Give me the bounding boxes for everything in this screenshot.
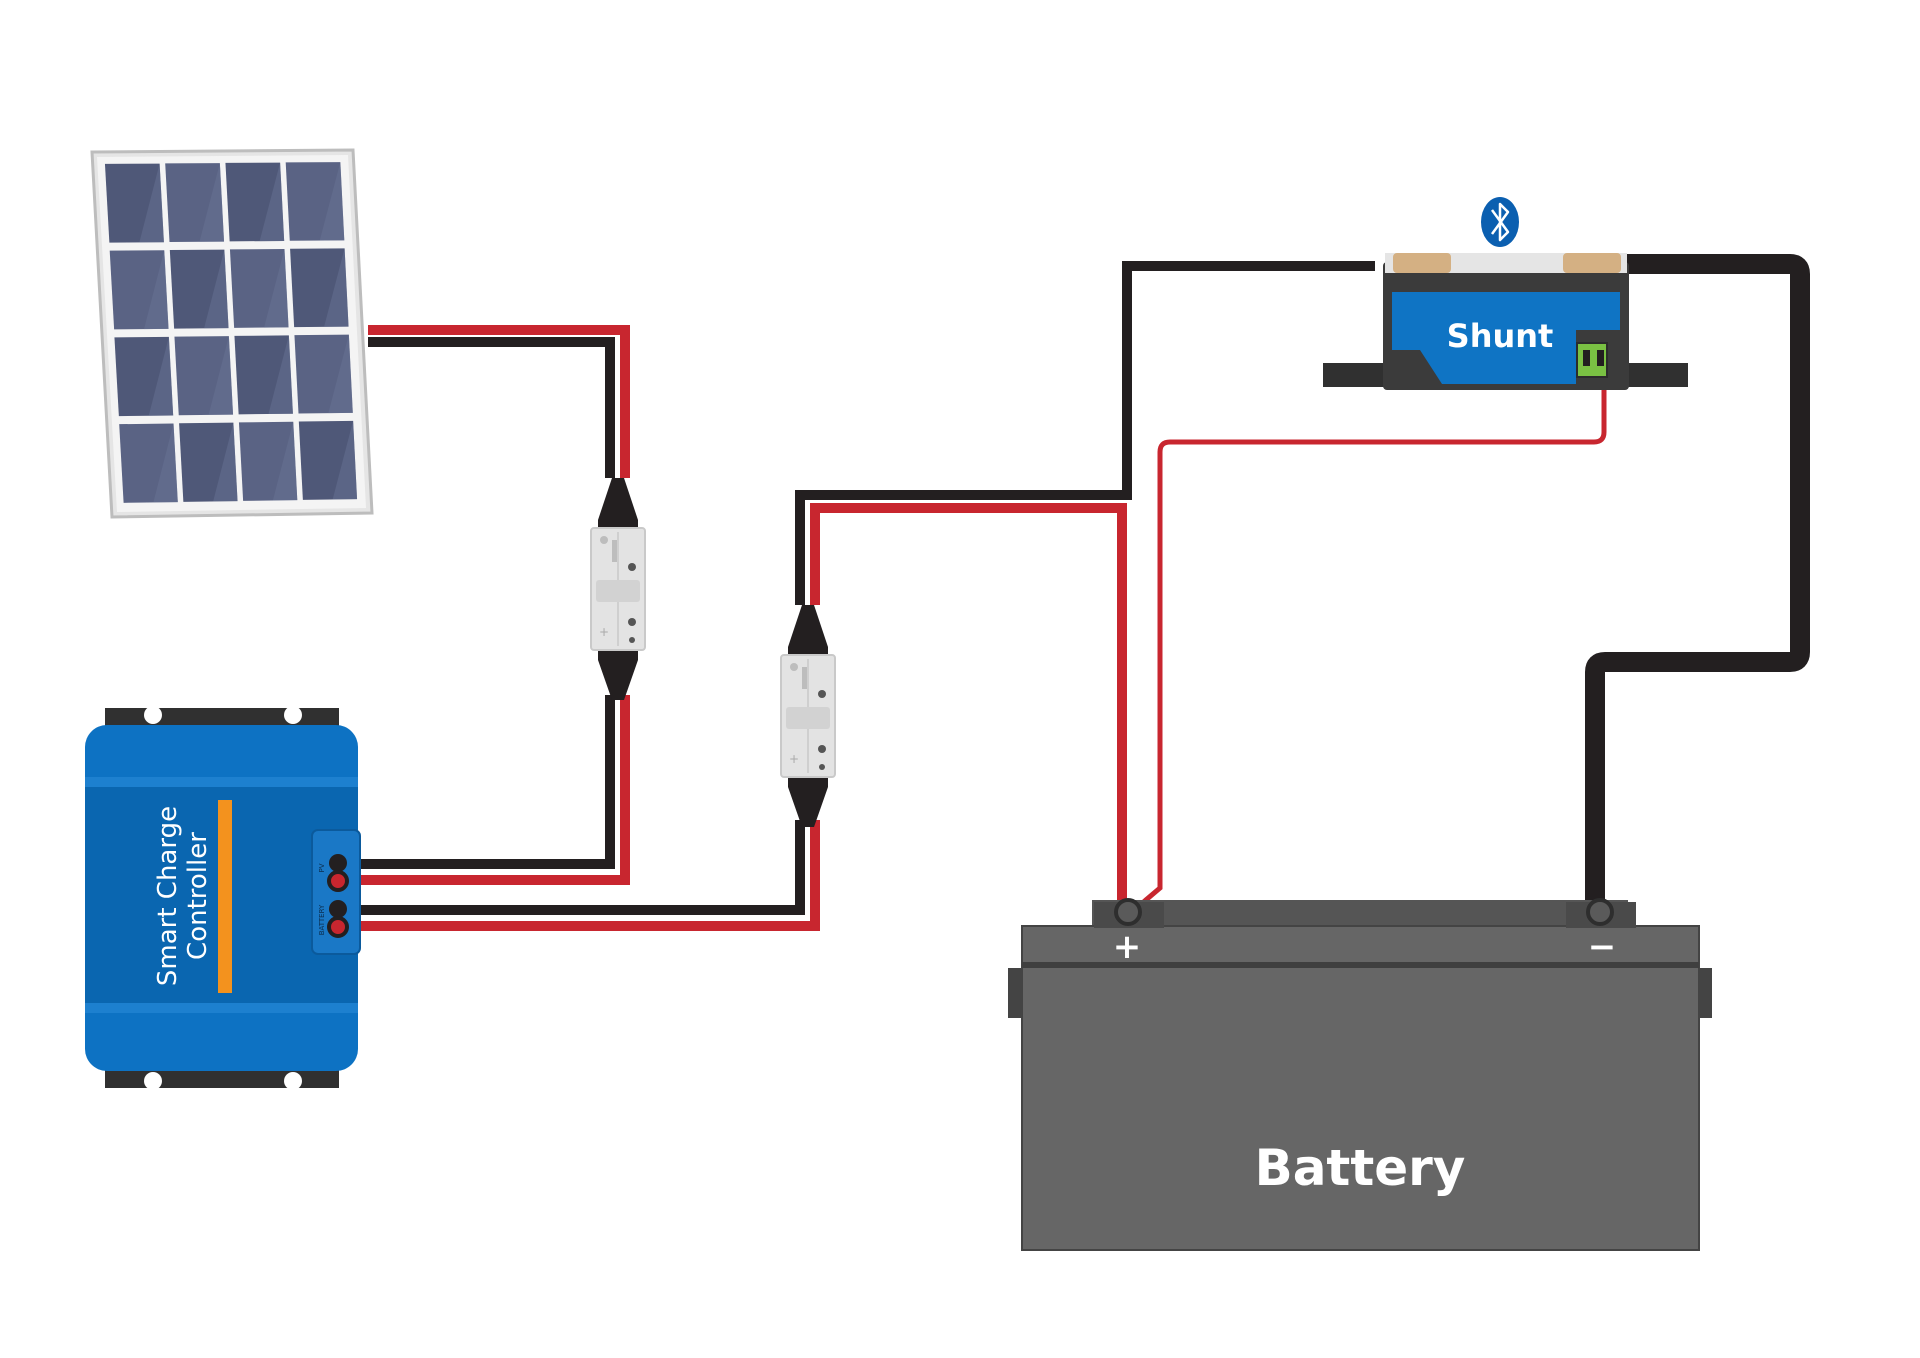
batt-negative-wire-upper <box>795 261 1375 605</box>
solar-cell <box>229 249 289 328</box>
solar-cells <box>104 162 358 503</box>
shunt: Shunt <box>1323 197 1688 390</box>
batt-negative-wire-lower <box>338 820 805 915</box>
smart-charge-controller: Smart Charge Controller PV BATTERY <box>85 706 361 1090</box>
pv-positive-wire-lower <box>338 695 630 885</box>
solar-cell-highlight <box>213 422 238 502</box>
solar-cell <box>109 250 169 330</box>
shunt-to-battery-negative-wire <box>1585 254 1810 905</box>
negative-terminal <box>1586 898 1614 926</box>
svg-text:+: + <box>599 625 609 639</box>
solar-cell <box>285 162 345 241</box>
battery-label: Battery <box>1255 1139 1466 1197</box>
battery-positive-terminal <box>327 916 349 938</box>
solar-cell <box>225 162 285 242</box>
solar-cell-highlight <box>144 250 169 330</box>
solar-cell-highlight <box>328 334 353 414</box>
solar-cell-highlight <box>148 336 174 416</box>
pv-negative-terminal <box>329 854 347 872</box>
shunt-label: Shunt <box>1447 317 1554 355</box>
pv-positive-wire <box>368 325 630 478</box>
solar-cell <box>169 249 229 329</box>
controller-label-line1: Smart Charge <box>153 806 183 986</box>
solar-cell <box>179 422 238 502</box>
batt-positive-wire-lower <box>338 820 820 931</box>
pv-connector: + <box>590 478 646 700</box>
positive-symbol: + <box>1113 927 1142 967</box>
solar-cell-highlight <box>332 420 358 500</box>
pv-negative-wire-lower <box>338 695 615 869</box>
battery-connector: + <box>780 605 836 827</box>
battery: + − Battery <box>1008 898 1712 1251</box>
battery-negative-terminal <box>329 900 347 918</box>
solar-cell <box>238 421 298 501</box>
solar-cell-highlight <box>272 421 298 501</box>
shunt-sense-wire <box>1138 355 1607 907</box>
solar-cell <box>174 336 234 416</box>
solar-cell <box>119 423 178 503</box>
positive-terminal <box>1114 898 1142 926</box>
solar-cell <box>294 334 353 414</box>
solar-cell-highlight <box>153 423 178 503</box>
solar-cell-highlight <box>319 162 345 241</box>
solar-cell <box>290 248 349 328</box>
batt-positive-wire-upper <box>810 503 1127 900</box>
solar-cell <box>104 163 164 243</box>
solar-cell-highlight <box>199 163 225 242</box>
port-label-pv: PV <box>318 863 326 872</box>
solar-cell <box>114 336 174 417</box>
solar-panel <box>90 148 374 519</box>
solar-cell-highlight <box>324 248 349 327</box>
solar-cell <box>165 163 225 242</box>
solar-cell-highlight <box>268 335 293 415</box>
solar-cell <box>234 335 293 415</box>
pv-positive-terminal <box>327 870 349 892</box>
solar-cell-highlight <box>264 249 289 328</box>
solar-cell-highlight <box>204 249 229 329</box>
solar-cell-highlight <box>139 163 164 243</box>
port-label-battery: BATTERY <box>318 904 326 935</box>
negative-symbol: − <box>1588 927 1617 967</box>
solar-cell-highlight <box>259 162 285 242</box>
solar-cell-highlight <box>208 336 234 415</box>
bluetooth-icon <box>1481 197 1519 247</box>
status-stripe <box>218 800 232 993</box>
solar-cell <box>298 420 358 500</box>
pv-negative-wire <box>368 337 615 478</box>
svg-text:+: + <box>789 752 799 766</box>
controller-label-line2: Controller <box>183 832 213 960</box>
wires <box>338 254 1810 931</box>
